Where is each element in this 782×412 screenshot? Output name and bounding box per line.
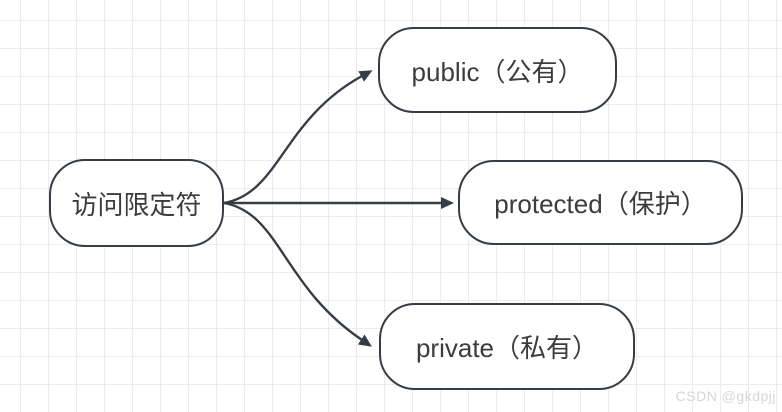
node-private-label: private（私有） — [415, 333, 599, 363]
node-private: private（私有） — [379, 303, 635, 390]
edge-to-private — [222, 201, 372, 347]
node-access-qualifier: 访问限定符 — [49, 159, 224, 247]
node-access-qualifier-label: 访问限定符 — [71, 189, 202, 220]
node-protected-label: protected（保护） — [494, 189, 707, 219]
node-protected: protected（保护） — [458, 160, 743, 245]
node-public: public（公有） — [378, 27, 617, 113]
node-public-label: public（公有） — [411, 56, 584, 87]
edge-to-public — [222, 70, 373, 205]
watermark: CSDN @gkdpjj — [675, 388, 776, 404]
